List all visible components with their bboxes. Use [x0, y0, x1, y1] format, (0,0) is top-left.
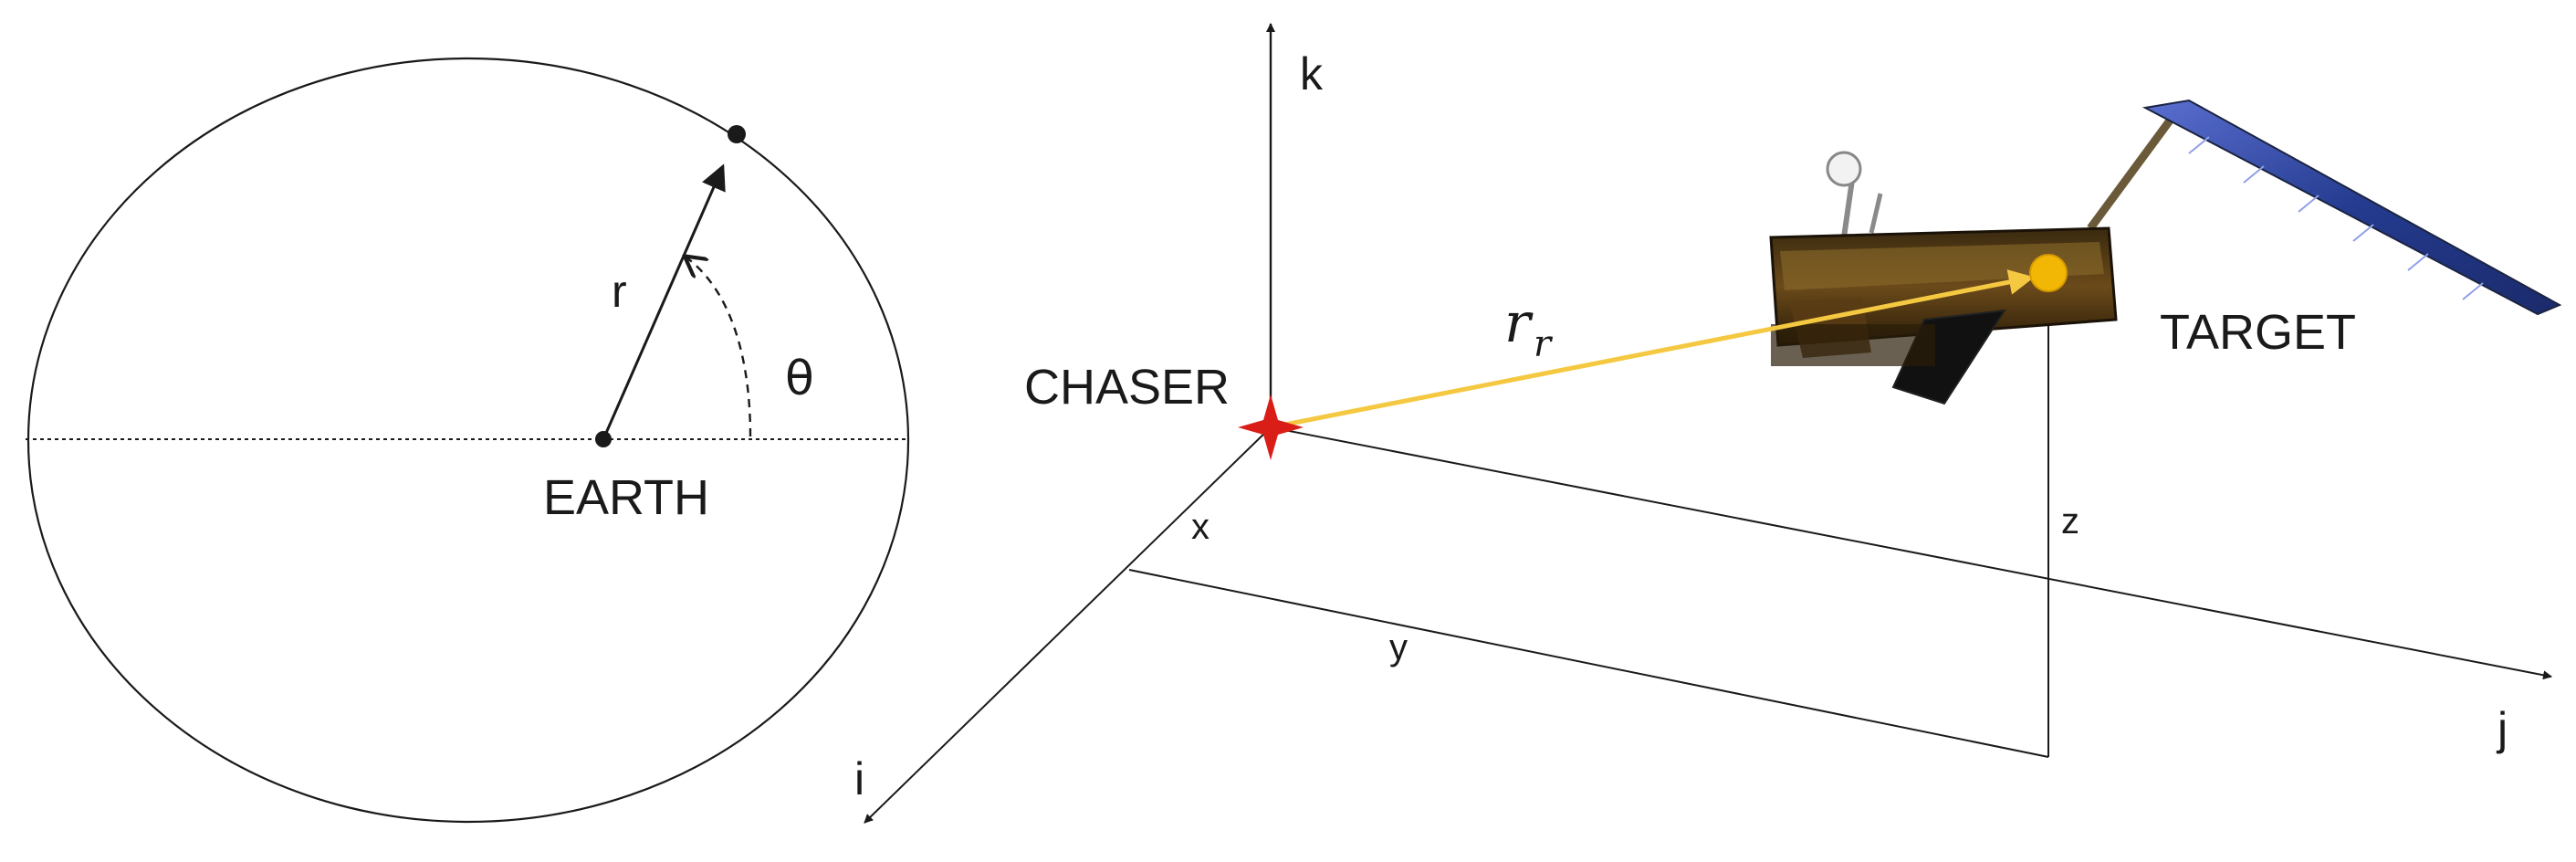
target-point [2029, 254, 2068, 292]
z-component-label: z [2061, 501, 2079, 541]
earth-label: EARTH [543, 470, 709, 525]
angle-label: θ [785, 352, 814, 406]
orbiting-body-point [728, 125, 746, 143]
earth-point [595, 431, 612, 447]
relative-frame-panel: k j i x y z [854, 23, 2562, 824]
red-star-icon [1238, 394, 1304, 460]
j-axis-label: j [2496, 703, 2508, 754]
i-axis [864, 426, 1272, 824]
y-projection-line [1128, 569, 2049, 758]
solar-array [2141, 99, 2562, 316]
j-axis [1270, 426, 2552, 680]
relative-vector-subscript: r [1534, 323, 1554, 365]
i-axis-label: i [854, 753, 864, 804]
radius-label: r [612, 266, 627, 317]
radius-vector [602, 163, 726, 440]
satellite-icon [1769, 99, 2562, 405]
angle-arc [686, 258, 752, 437]
orbit-panel: r θ EARTH [26, 57, 910, 824]
y-component-label: y [1389, 627, 1408, 668]
relative-position-vector [1270, 269, 2035, 430]
k-axis-label: k [1300, 48, 1324, 100]
target-label: TARGET [2160, 305, 2356, 360]
chaser-label: CHASER [1024, 360, 1230, 415]
relative-vector-label: r r [1504, 291, 1554, 365]
x-component-label: x [1191, 507, 1209, 547]
relative-vector-symbol: r [1504, 291, 1534, 355]
